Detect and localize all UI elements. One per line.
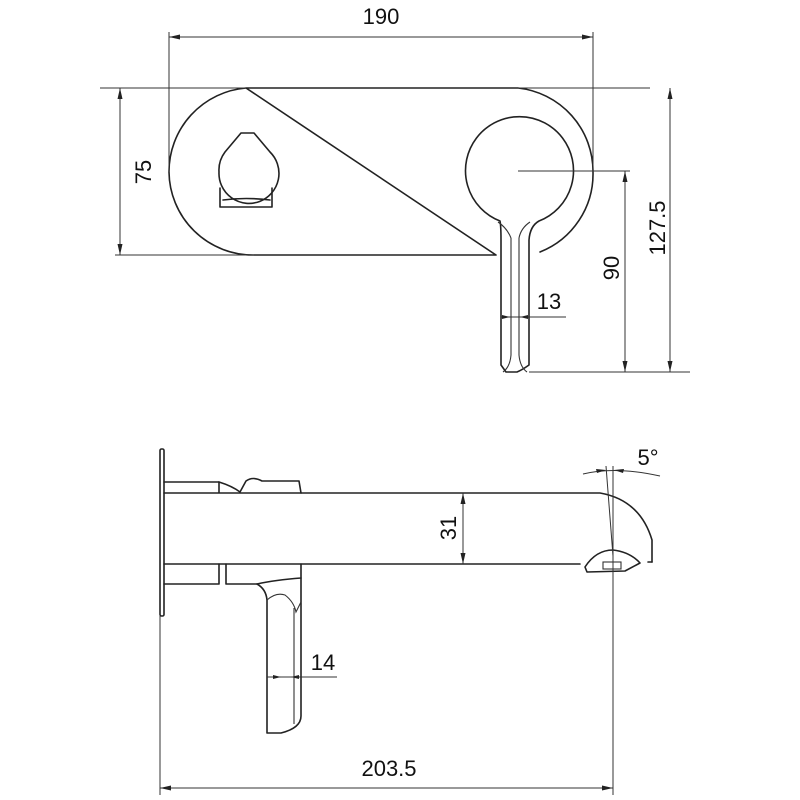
dimension-outlet-angle: 5° (582, 445, 661, 582)
dim-label-90: 90 (599, 256, 624, 280)
mixer-handle-front (218, 132, 280, 208)
mixer-handle-side (256, 577, 302, 734)
dim-label-31: 31 (436, 516, 461, 540)
upper-body (163, 481, 653, 563)
dim-label-127-5: 127.5 (645, 200, 670, 255)
spout-outlet (584, 549, 653, 573)
dim-label-5-deg: 5° (637, 445, 658, 470)
wall-plate-side (159, 448, 165, 617)
side-view: 31 5° 14 203.5 (159, 445, 661, 795)
dimension-plate-width: 190 (168, 4, 594, 172)
spout-front (464, 115, 575, 373)
dim-label-190: 190 (363, 4, 400, 29)
dim-label-203-5: 203.5 (361, 756, 416, 781)
dim-label-13: 13 (537, 289, 561, 314)
dim-label-75: 75 (131, 160, 156, 184)
dimension-total-projection: 203.5 (159, 582, 614, 795)
dimension-spout-width: 13 (501, 289, 566, 319)
dimension-spout-drop: 90 (518, 170, 690, 373)
dimension-handle-thickness: 14 (267, 650, 337, 679)
front-view: 190 75 90 127.5 (100, 4, 690, 373)
dimension-total-height: 127.5 (645, 88, 673, 372)
dim-label-14: 14 (311, 650, 335, 675)
dimension-spout-thickness: 31 (436, 493, 466, 564)
wall-plate-outline (168, 87, 594, 256)
dimension-plate-height: 75 (115, 87, 254, 256)
